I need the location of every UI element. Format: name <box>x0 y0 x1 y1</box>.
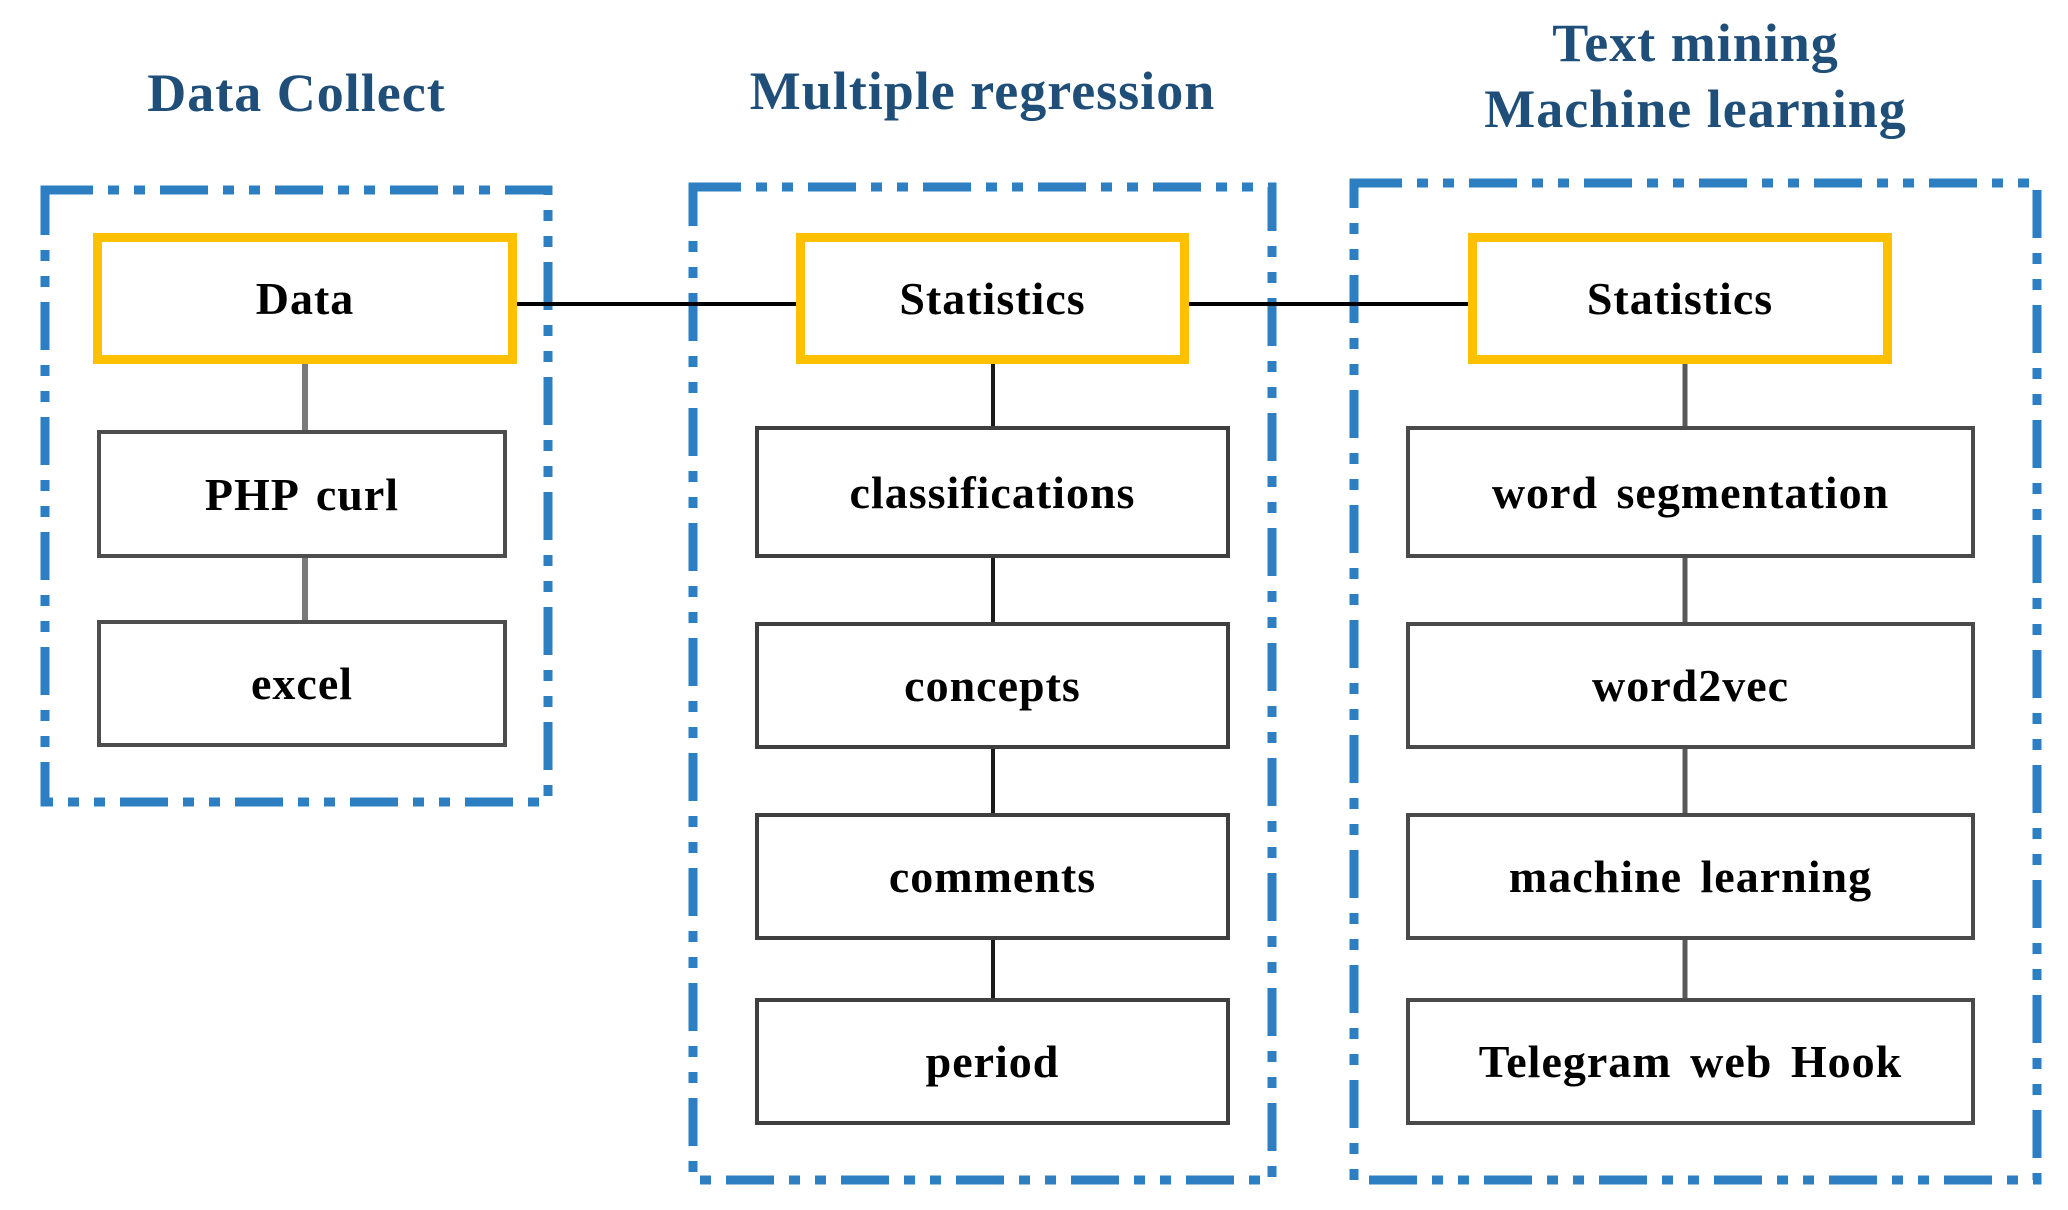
column-1-title: Data Collect <box>45 60 548 126</box>
step-box-php-curl: PHP curl <box>97 430 507 558</box>
step-box-period: period <box>755 998 1230 1125</box>
header-box-statistics-textmining: Statistics <box>1468 233 1892 364</box>
step-box-concepts: concepts <box>755 622 1230 749</box>
step-box-excel: excel <box>97 620 507 747</box>
column-3-title: Text mining Machine learning <box>1354 10 2037 142</box>
step-box-telegram-web-hook: Telegram web Hook <box>1406 998 1975 1125</box>
column-3-dashed-border <box>1349 178 2042 1185</box>
header-box-statistics-regression: Statistics <box>796 233 1189 364</box>
column-2-dashed-border <box>688 182 1277 1185</box>
column-1-dashed-border <box>40 185 553 807</box>
step-box-comments: comments <box>755 813 1230 940</box>
step-box-word2vec: word2vec <box>1406 622 1975 749</box>
column-1-title-line: Data Collect <box>147 63 446 123</box>
column-2-title-line: Multiple regression <box>749 61 1216 121</box>
step-box-classifications: classifications <box>755 426 1230 558</box>
column-2-title: Multiple regression <box>693 58 1272 124</box>
column-3-title-line-2: Machine learning <box>1484 79 1907 139</box>
column-3-title-line-1: Text mining <box>1552 13 1839 73</box>
step-box-word-segmentation: word segmentation <box>1406 426 1975 558</box>
header-box-data: Data <box>93 233 517 364</box>
step-box-machine-learning: machine learning <box>1406 813 1975 940</box>
